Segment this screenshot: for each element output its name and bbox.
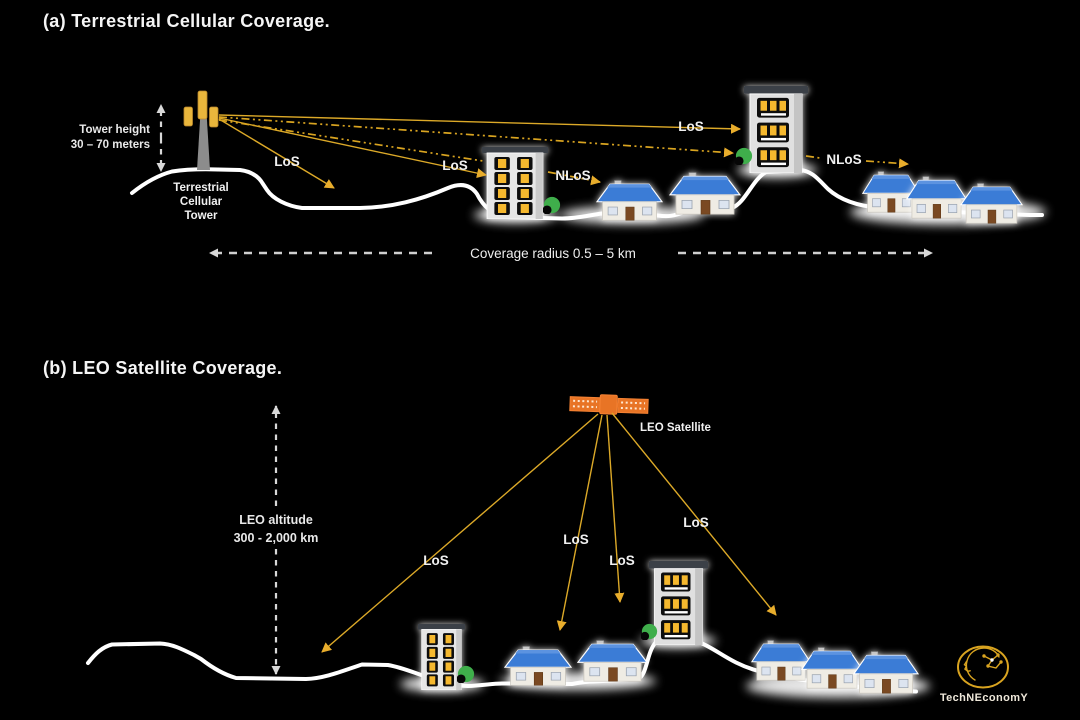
techneconomy-logo: TechNEconomY [940, 645, 1029, 704]
los-label-mid: LoS [442, 158, 468, 173]
los-label-b-mid1: LoS [563, 532, 589, 547]
satellite-los-ray-right [611, 412, 777, 616]
panel-a: (a) Terrestrial Cellular Coverage. Tower… [43, 11, 1046, 261]
logo-network-nodes [982, 653, 1003, 668]
logo-network-node-white [990, 658, 994, 662]
nlos-label-mid: NLoS [555, 168, 590, 183]
bush-icon-a1 [543, 196, 561, 214]
panel-a-title: (a) Terrestrial Cellular Coverage. [43, 11, 330, 31]
satellite-los-ray-mid1 [556, 414, 603, 631]
satellite-label: LEO Satellite [640, 422, 711, 434]
leo-satellite-icon [569, 394, 649, 415]
logo-circle [957, 645, 1009, 689]
house-a4 [906, 176, 967, 219]
house-b4 [801, 647, 863, 689]
coverage-radius-label: Coverage radius 0.5 – 5 km [470, 246, 636, 261]
los-ray-tall-building [218, 114, 741, 134]
apartment-building-a [482, 147, 548, 219]
los-ray-valley [218, 118, 335, 189]
logo-brain-icon [963, 647, 1002, 681]
nlos-ray-to-house [547, 171, 601, 186]
satellite-los-ray-mid2 [606, 414, 625, 603]
nlos-ray-right-end [865, 158, 909, 169]
altitude-label-line1: LEO altitude [239, 513, 313, 527]
los-label-tall: LoS [678, 119, 704, 134]
logo-brand: TechNEconomY [940, 692, 1029, 704]
los-label-b-mid2: LoS [609, 553, 635, 568]
altitude-label-line2: 300 - 2,000 km [234, 531, 319, 545]
house-a1 [596, 180, 663, 221]
antenna-panel-center [197, 90, 208, 120]
cell-tower-icon [183, 90, 219, 170]
nlos-ray-right-start [805, 155, 821, 159]
los-label-b-left: LoS [423, 553, 449, 568]
antenna-panel-left [183, 106, 193, 127]
satellite-los-ray-left [321, 413, 599, 653]
nlos-ray-to-mid-building [218, 119, 484, 162]
panel-b-title: (b) LEO Satellite Coverage. [43, 358, 282, 378]
tower-name-line2: Cellular [180, 196, 223, 208]
tall-building-a [744, 86, 808, 173]
los-label-valley: LoS [274, 154, 300, 169]
house-b2 [577, 640, 648, 682]
house-b1 [504, 646, 572, 686]
bush-icon-a2 [735, 147, 753, 165]
house-b3 [751, 640, 811, 681]
house-a2 [669, 172, 741, 215]
panel-b: (b) LEO Satellite Coverage. LEO altitude… [43, 358, 930, 698]
los-label-b-right: LoS [683, 515, 709, 530]
nlos-label-right: NLoS [826, 152, 861, 167]
tower-height-label-line1: Tower height [79, 124, 150, 136]
nlos-ray-to-bush [218, 116, 734, 158]
tower-name-line1: Terrestrial [173, 182, 228, 194]
antenna-panel-right [209, 106, 219, 128]
tower-height-label-line2: 30 – 70 meters [71, 139, 150, 151]
tower-name-line3: Tower [184, 210, 218, 222]
house-a5 [960, 183, 1023, 224]
house-b5 [853, 651, 919, 694]
tall-building-b [649, 561, 708, 645]
